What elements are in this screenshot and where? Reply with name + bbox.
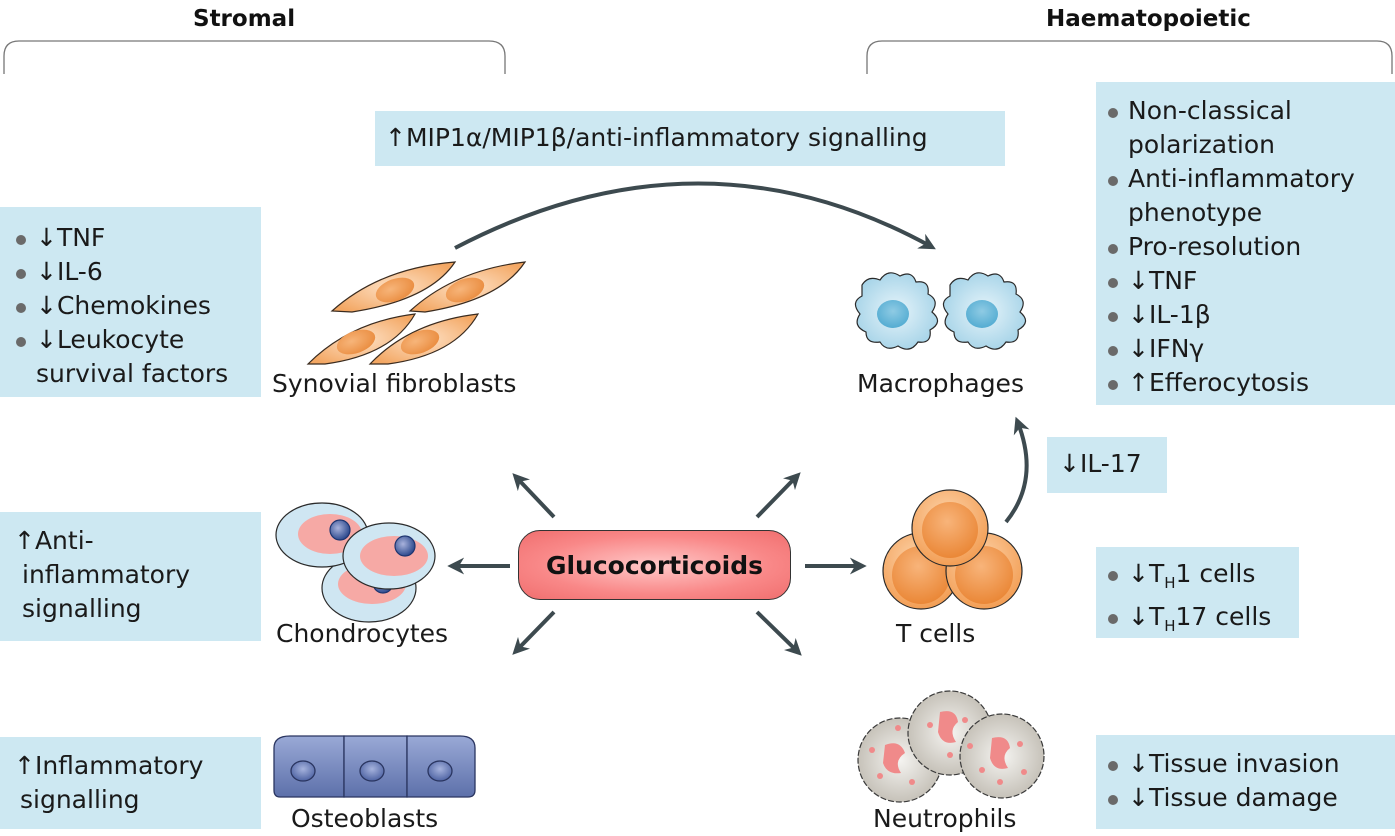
fibroblast-effect-item: ↓Leukocyte [14, 323, 261, 357]
arrow-to-fibroblasts [512, 473, 556, 519]
macrophage-effect-item: ↑Efferocytosis [1106, 366, 1395, 400]
macrophage-effects-box: Non-classical polarization Anti-inflamma… [1096, 82, 1395, 405]
macrophage-effect-item: Non-classical [1106, 94, 1395, 128]
macrophages-illustration [854, 272, 1027, 350]
synovial-fibroblasts-illustration [306, 261, 527, 365]
macrophage-effect-item: Anti-inflammatory [1106, 162, 1395, 196]
chondrocyte-effect-line: signalling [22, 594, 142, 623]
fibroblast-effect-item: ↓Chemokines [14, 289, 261, 323]
osteoblasts-illustration [273, 735, 476, 798]
haematopoietic-bracket [866, 40, 1393, 74]
macrophages-label: Macrophages [857, 369, 1024, 398]
haematopoietic-heading: Haematopoietic [1046, 6, 1251, 32]
chondrocytes-label: Chondrocytes [276, 619, 449, 648]
osteoblast-effect-line: ↑Inflammatory [14, 751, 204, 780]
arrow-to-osteoblasts [512, 610, 556, 655]
tcell-effect-item: ↓TH17 cells [1106, 600, 1299, 643]
macrophage-effect-item: ↓TNF [1106, 264, 1395, 298]
t-cells-illustration [882, 489, 1023, 610]
osteoblast-effect-line: signalling [20, 785, 140, 814]
stromal-heading: Stromal [193, 6, 296, 32]
fibroblast-effect-item: ↓TNF [14, 221, 261, 255]
glucocorticoids-label: Glucocorticoids [545, 550, 764, 580]
fibroblast-effect-item-continuation: survival factors [36, 359, 229, 388]
neutrophils-illustration [857, 690, 1045, 803]
neutrophil-effect-item: ↓Tissue damage [1106, 781, 1395, 815]
mip1-signalling-box: ↑MIP1α/MIP1β/anti-inflammatory signallin… [375, 111, 1005, 166]
synovial-fibroblasts-label: Synovial fibroblasts [272, 369, 517, 398]
fibroblast-effect-item: ↓IL-6 [14, 255, 261, 289]
arrow-to-macrophages [755, 472, 801, 519]
macrophage-effect-item: ↓IFNγ [1106, 332, 1395, 366]
t-cells-label: T cells [896, 619, 976, 648]
macrophage-effect-item: ↓IL-1β [1106, 298, 1395, 332]
chondrocyte-effects-box: ↑Anti- inflammatory signalling [0, 512, 261, 641]
tcell-to-macrophage-arrow [1004, 416, 1030, 524]
osteoblasts-label: Osteoblasts [291, 804, 439, 833]
neutrophil-effect-item: ↓Tissue invasion [1106, 747, 1395, 781]
neutrophil-effects-box: ↓Tissue invasion ↓Tissue damage [1096, 735, 1395, 829]
il17-box: ↓IL-17 [1047, 437, 1167, 493]
tcell-effect-item: ↓TH1 cells [1106, 557, 1299, 600]
fibroblast-effects-box: ↓TNF ↓IL-6 ↓Chemokines ↓Leukocyte surviv… [0, 207, 261, 397]
chondrocyte-effect-line: inflammatory [22, 560, 191, 589]
macrophage-effect-item: Pro-resolution [1106, 230, 1395, 264]
fibroblast-to-macrophage-arrow [454, 181, 936, 250]
macrophage-effect-item-continuation: phenotype [1128, 198, 1263, 227]
osteoblast-effects-box: ↑Inflammatory signalling [0, 737, 261, 829]
mip1-signalling-text: ↑MIP1α/MIP1β/anti-inflammatory signallin… [385, 123, 928, 152]
arrow-to-neutrophils [755, 610, 802, 656]
glucocorticoids-node: Glucocorticoids [518, 530, 791, 600]
tcell-effects-box: ↓TH1 cells ↓TH17 cells [1096, 547, 1299, 638]
neutrophils-label: Neutrophils [873, 804, 1017, 833]
chondrocyte-effect-line: ↑Anti- [14, 526, 94, 555]
macrophage-effect-item-continuation: polarization [1128, 130, 1275, 159]
il17-text: ↓IL-17 [1059, 449, 1142, 478]
stromal-bracket [3, 40, 506, 74]
chondrocytes-illustration [275, 502, 436, 623]
